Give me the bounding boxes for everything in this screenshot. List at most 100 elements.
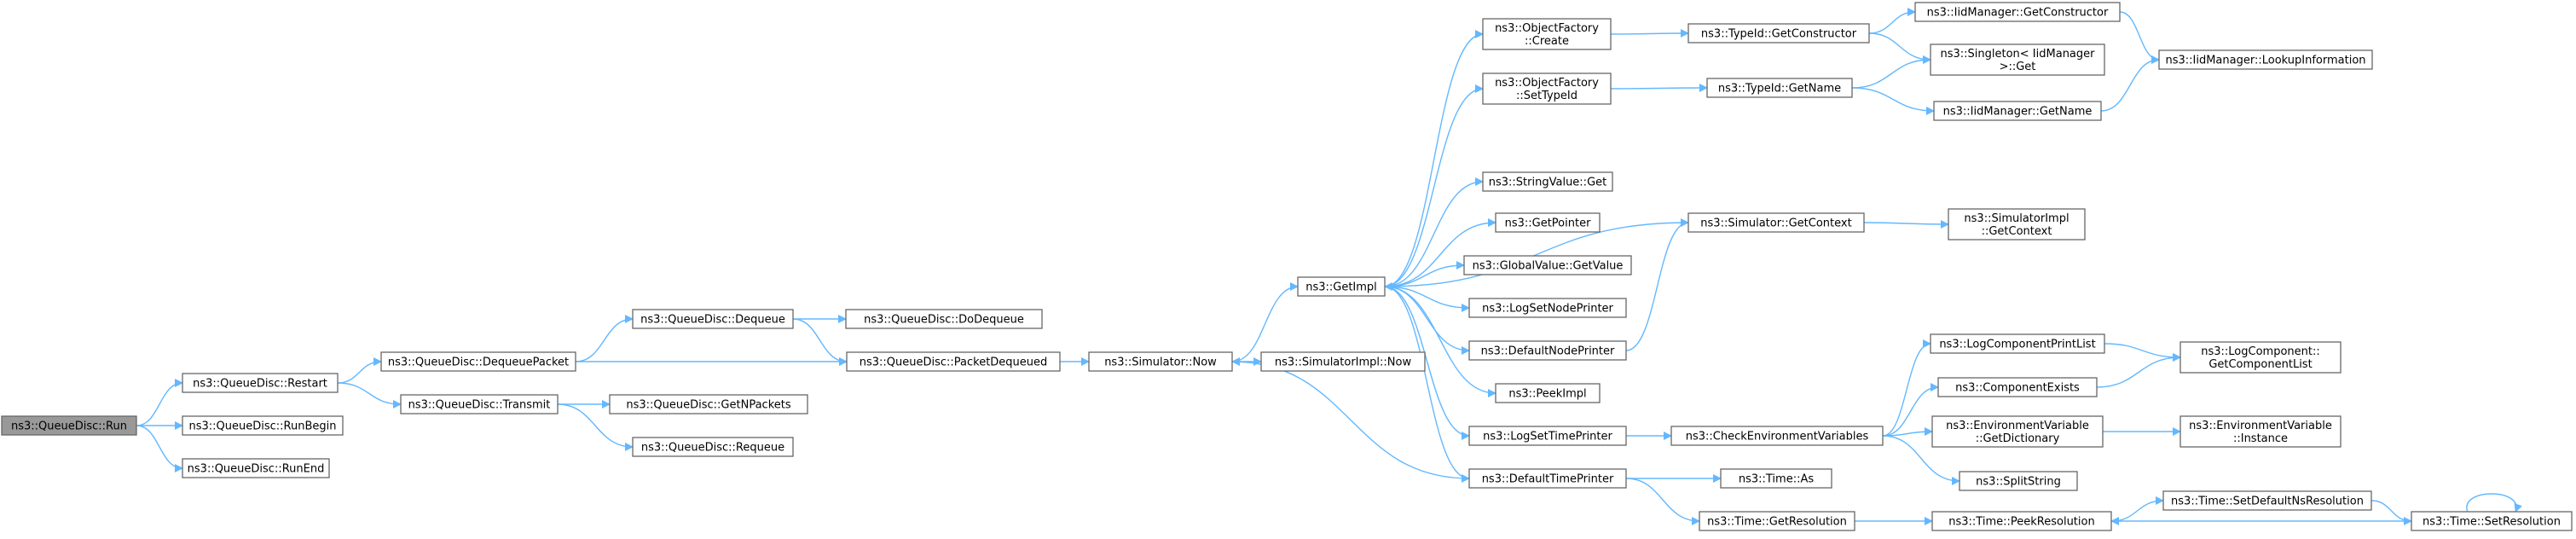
graph-node-typeidgetname[interactable]: ns3::TypeId::GetName <box>1706 78 1853 98</box>
node-box <box>1495 212 1601 233</box>
edge-checkenv-to-logcompprintlist <box>1882 339 1931 437</box>
graph-node-iidgetconstructor[interactable]: ns3::IidManager::GetConstructor <box>1914 2 2121 22</box>
graph-node-packetdequeued[interactable]: ns3::QueueDisc::PacketDequeued <box>846 351 1061 372</box>
node-box <box>1088 351 1233 372</box>
node-label: ns3::GetImpl <box>1305 281 1377 294</box>
node-box <box>1468 298 1627 318</box>
node-label: ns3::Simulator::Now <box>1104 356 1217 369</box>
node-box <box>1468 468 1627 489</box>
edge-checkenv-to-compexists <box>1882 383 1939 437</box>
graph-node-simimplnow[interactable]: ns3::SimulatorImpl::Now <box>1260 351 1426 372</box>
graph-node-iidgetname[interactable]: ns3::IidManager::GetName <box>1933 101 2102 121</box>
edge-getimpl-to-logsetnodeprinter <box>1384 286 1470 312</box>
graph-node-logcompprintlist[interactable]: ns3::LogComponentPrintList <box>1930 333 2105 354</box>
graph-node-simimplgetcontext[interactable]: ns3::SimulatorImpl::GetContext <box>1948 208 2086 241</box>
graph-node-logsetnodeprinter[interactable]: ns3::LogSetNodePrinter <box>1468 298 1627 318</box>
graph-node-splitstring[interactable]: ns3::SplitString <box>1959 471 2078 491</box>
node-box <box>609 394 808 414</box>
node-box <box>1937 377 2098 397</box>
graph-node-ofcreate[interactable]: ns3::ObjectFactory::Create <box>1482 18 1612 50</box>
node-label: ns3::QueueDisc::Restart <box>193 378 327 391</box>
graph-node-timeas[interactable]: ns3::Time::As <box>1720 468 1832 489</box>
graph-node-getnpackets[interactable]: ns3::QueueDisc::GetNPackets <box>609 394 808 414</box>
graph-node-iidlookup[interactable]: ns3::IidManager::LookupInformation <box>2158 49 2373 70</box>
graph-node-defaultnodeprinter[interactable]: ns3::DefaultNodePrinter <box>1468 340 1627 361</box>
graph-node-singletonget[interactable]: ns3::Singleton< IidManager>::Get <box>1930 43 2105 76</box>
node-label: ns3::ComponentExists <box>1955 382 2080 395</box>
graph-node-setdefaultns[interactable]: ns3::Time::SetDefaultNsResolution <box>2162 490 2372 511</box>
node-label: ns3::QueueDisc::RunEnd <box>188 463 325 476</box>
edge-simgetcontext-to-simimplgetcontext <box>1863 219 1949 229</box>
edge-setdefaultns-to-setresolution <box>2370 500 2412 525</box>
node-label: ns3::Simulator::GetContext <box>1700 217 1851 230</box>
node-label: ns3::QueueDisc::Requeue <box>641 442 784 455</box>
node-label: ns3::QueueDisc::DoDequeue <box>864 314 1024 327</box>
node-box <box>182 415 344 436</box>
node-label: ::GetDictionary <box>1976 432 2060 445</box>
graph-node-runend[interactable]: ns3::QueueDisc::RunEnd <box>182 458 330 478</box>
node-label: ns3::Time::GetResolution <box>1707 516 1847 529</box>
edge-typeidgetname-to-singletonget <box>1851 55 1931 89</box>
graph-node-getimpl[interactable]: ns3::GetImpl <box>1297 276 1386 297</box>
graph-node-typeidgetconstructor[interactable]: ns3::TypeId::GetConstructor <box>1687 23 1870 43</box>
graph-node-dodequeue[interactable]: ns3::QueueDisc::DoDequeue <box>845 309 1043 329</box>
edge-getimpl-to-globalvalueget <box>1384 261 1465 287</box>
graph-node-envinstance[interactable]: ns3::EnvironmentVariable::Instance <box>2179 415 2342 448</box>
node-label: ns3::PeekImpl <box>1508 388 1586 401</box>
graph-node-getcomplist[interactable]: ns3::LogComponent::GetComponentList <box>2179 341 2342 374</box>
node-label: ns3::QueueDisc::GetNPackets <box>626 399 790 412</box>
graph-node-ofsettypeid[interactable]: ns3::ObjectFactory::SetTypeId <box>1482 72 1612 105</box>
graph-node-logsettimeprinter[interactable]: ns3::LogSetTimePrinter <box>1468 426 1627 446</box>
graph-node-requeue[interactable]: ns3::QueueDisc::Requeue <box>632 437 794 457</box>
graph-node-stringvalueget[interactable]: ns3::StringValue::Get <box>1482 171 1613 192</box>
edge-compexists-to-getcomplist <box>2096 353 2181 388</box>
graph-node-restart[interactable]: ns3::QueueDisc::Restart <box>182 373 339 393</box>
graph-node-globalvalueget[interactable]: ns3::GlobalValue::GetValue <box>1463 255 1632 275</box>
edge-transmit-to-requeue <box>557 403 634 451</box>
edge-restart-to-dequeuepacket <box>337 357 382 384</box>
node-label: ns3::Time::SetResolution <box>2423 516 2561 529</box>
node-label: ns3::SimulatorImpl <box>1964 212 2069 225</box>
edge-getimpl-to-defaulttimeprinter <box>1384 286 1470 483</box>
graph-node-peekimpl[interactable]: ns3::PeekImpl <box>1495 383 1601 403</box>
edge-dequeue-to-packetdequeued <box>792 318 848 366</box>
edge-getimpl-to-peekimpl <box>1384 286 1496 397</box>
graph-node-compexists[interactable]: ns3::ComponentExists <box>1937 377 2098 397</box>
edge-getimpl-to-ofcreate <box>1384 30 1484 287</box>
edge-typeidgetconstructor-to-iidgetconstructor <box>1868 8 1916 34</box>
graph-node-envgetdict[interactable]: ns3::EnvironmentVariable::GetDictionary <box>1931 415 2104 448</box>
graph-node-defaulttimeprinter[interactable]: ns3::DefaultTimePrinter <box>1468 468 1627 489</box>
node-label: GetComponentList <box>2208 358 2312 371</box>
graph-node-dequeue[interactable]: ns3::QueueDisc::Dequeue <box>632 309 794 329</box>
graph-node-simgetcontext[interactable]: ns3::Simulator::GetContext <box>1687 212 1865 233</box>
node-label: ns3::TypeId::GetConstructor <box>1701 28 1857 41</box>
node-label: ns3::LogSetTimePrinter <box>1483 431 1612 443</box>
graph-node-checkenv[interactable]: ns3::CheckEnvironmentVariables <box>1670 426 1884 446</box>
graph-node-run[interactable]: ns3::QueueDisc::Run <box>1 415 137 436</box>
edge-iidgetconstructor-to-iidlookup <box>2119 11 2160 64</box>
node-label: ns3::SplitString <box>1976 476 2061 489</box>
graph-node-timegetresolution[interactable]: ns3::Time::GetResolution <box>1699 511 1855 531</box>
graph-node-dequeuepacket[interactable]: ns3::QueueDisc::DequeuePacket <box>380 351 576 372</box>
graph-node-getpointer[interactable]: ns3::GetPointer <box>1495 212 1601 233</box>
edge-logcompprintlist-to-getcomplist <box>2104 343 2181 362</box>
node-label: ns3::Time::SetDefaultNsResolution <box>2171 496 2364 508</box>
node-box <box>1948 208 2086 241</box>
graph-node-runbegin[interactable]: ns3::QueueDisc::RunBegin <box>182 415 344 436</box>
node-label: ns3::IidManager::LookupInformation <box>2165 55 2365 67</box>
node-box <box>845 309 1043 329</box>
graph-node-now[interactable]: ns3::Simulator::Now <box>1088 351 1233 372</box>
node-label: ns3::Time::As <box>1739 473 1815 486</box>
node-label: ns3::EnvironmentVariable <box>2189 420 2332 432</box>
nodes-layer: ns3::QueueDisc::Run ns3::QueueDisc::Resta… <box>1 2 2573 531</box>
graph-node-transmit[interactable]: ns3::QueueDisc::Transmit <box>400 394 559 414</box>
graph-node-timepeekresolution[interactable]: ns3::Time::PeekResolution <box>1931 511 2112 531</box>
node-label: ns3::Singleton< IidManager <box>1940 48 2095 61</box>
node-label: ns3::QueueDisc::DequeuePacket <box>388 356 569 369</box>
edge-checkenv-to-splitstring <box>1882 435 1960 485</box>
edge-restart-to-transmit <box>337 382 402 409</box>
graph-node-setresolution[interactable]: ns3::Time::SetResolution <box>2411 511 2573 531</box>
edge-typeidgetname-to-iidgetname <box>1851 87 1935 115</box>
node-label: ns3::QueueDisc::Dequeue <box>640 314 785 327</box>
node-box <box>1720 468 1832 489</box>
